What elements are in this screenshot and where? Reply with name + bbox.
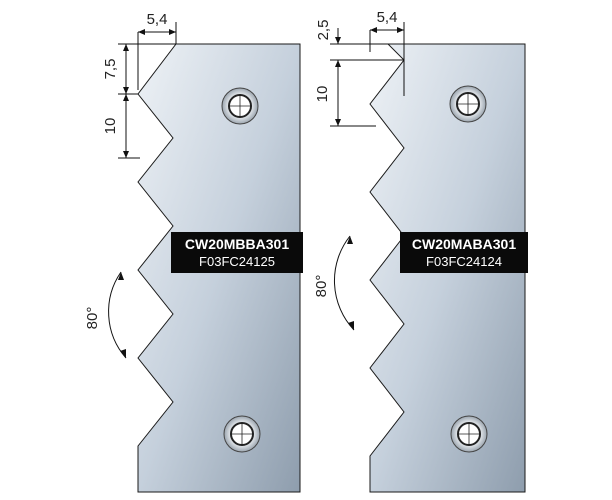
left-dim-top-width-text: 5,4 — [147, 11, 168, 28]
left-dim-angle: 80° — [84, 271, 127, 359]
right-product-label: CW20MABA301 F03FC24124 — [400, 232, 528, 273]
left-bottom-hole — [223, 415, 261, 453]
left-product-code: CW20MBBA301 — [185, 236, 289, 252]
left-product-label: CW20MBBA301 F03FC24125 — [171, 232, 303, 273]
right-product-ref: F03FC24124 — [426, 254, 502, 269]
right-knife: CW20MABA301 F03FC24124 5,4 2,5 10 — [313, 9, 528, 493]
right-dim-pitch: 10 — [314, 60, 376, 127]
left-dim-pitch-text: 10 — [102, 118, 119, 135]
right-dim-top-width: 5,4 — [369, 9, 405, 96]
right-dim-angle-text: 80° — [313, 275, 330, 298]
left-top-hole — [221, 87, 259, 125]
left-dim-pitch: 10 — [102, 94, 140, 159]
left-product-ref: F03FC24125 — [199, 254, 275, 269]
left-dim-angle-text: 80° — [84, 307, 101, 330]
left-dim-first-tooth: 7,5 — [102, 43, 176, 95]
left-dim-top-width: 5,4 — [137, 11, 177, 90]
left-dim-first-tooth-text: 7,5 — [102, 59, 119, 80]
right-dim-angle: 80° — [313, 235, 355, 331]
right-bottom-hole — [450, 415, 488, 453]
right-top-hole — [449, 85, 487, 123]
left-knife: CW20MBBA301 F03FC24125 5,4 7,5 — [84, 11, 303, 493]
right-dim-first-tooth-text: 2,5 — [315, 20, 332, 41]
right-product-code: CW20MABA301 — [412, 236, 516, 252]
right-dim-first-tooth: 2,5 — [315, 20, 404, 61]
right-dim-top-width-text: 5,4 — [377, 9, 398, 26]
right-dim-pitch-text: 10 — [314, 86, 331, 103]
